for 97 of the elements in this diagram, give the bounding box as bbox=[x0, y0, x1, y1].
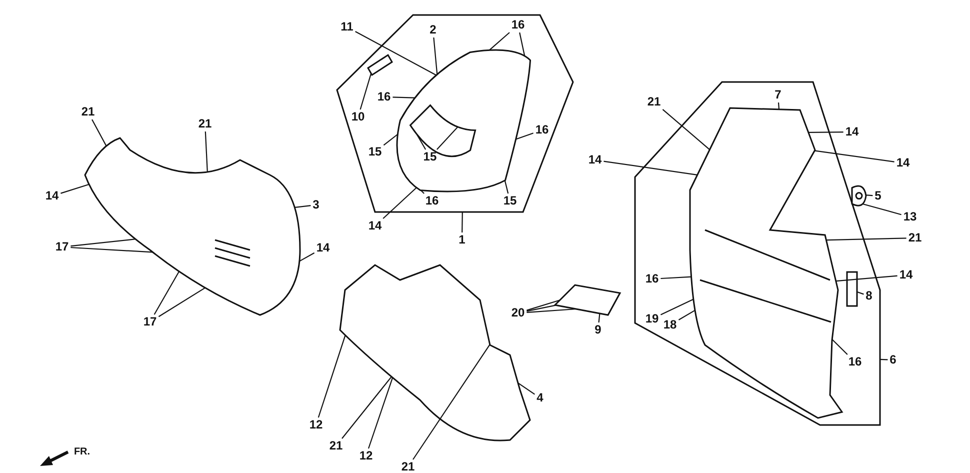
leader-line bbox=[355, 31, 436, 76]
leader-line bbox=[808, 132, 844, 133]
leader-line bbox=[412, 344, 490, 460]
clip-drawing bbox=[849, 183, 869, 209]
leader-line bbox=[383, 134, 398, 146]
leader-line bbox=[154, 271, 180, 315]
leader-line bbox=[862, 203, 902, 216]
leader-line bbox=[832, 339, 848, 355]
callout-number: 16 bbox=[511, 18, 525, 32]
callout-number: 14 bbox=[316, 242, 330, 254]
leader-line bbox=[204, 131, 208, 172]
leader-line bbox=[866, 194, 873, 196]
leader-line bbox=[158, 287, 206, 318]
callout-number: 17 bbox=[55, 240, 69, 254]
callout-number: 21 bbox=[198, 118, 212, 130]
leader-line bbox=[294, 205, 311, 208]
leader-line bbox=[678, 310, 696, 320]
leader-line bbox=[880, 358, 888, 360]
callout-number: 21 bbox=[908, 232, 922, 244]
callout-number: 14 bbox=[368, 220, 382, 232]
leader-line bbox=[518, 382, 535, 395]
callout-number: 14 bbox=[45, 190, 59, 202]
callout-number: 20 bbox=[511, 306, 525, 320]
callout-number: 8 bbox=[866, 290, 872, 302]
strip-drawing bbox=[365, 52, 395, 78]
leader-line bbox=[382, 187, 417, 219]
leader-line bbox=[836, 275, 898, 282]
callout-number: 15 bbox=[503, 194, 517, 208]
leader-line bbox=[515, 132, 534, 140]
direction-label: FR. bbox=[74, 446, 90, 458]
leader-line bbox=[433, 37, 438, 74]
leader-line bbox=[436, 126, 458, 150]
leader-line bbox=[368, 377, 394, 449]
leader-line bbox=[856, 291, 864, 295]
leader-line bbox=[526, 304, 556, 312]
leader-line bbox=[70, 238, 136, 247]
callout-number: 17 bbox=[143, 316, 157, 328]
callout-number: 14 bbox=[845, 126, 859, 138]
leader-line bbox=[342, 376, 392, 439]
leader-line bbox=[92, 119, 107, 146]
leader-line bbox=[526, 308, 576, 313]
leader-line bbox=[660, 276, 692, 280]
callout-number: 21 bbox=[81, 106, 95, 118]
leader-line bbox=[826, 238, 906, 241]
leader-line bbox=[489, 32, 510, 50]
callout-number: 4 bbox=[536, 392, 544, 404]
leader-line bbox=[526, 300, 560, 311]
callout-number: 19 bbox=[645, 312, 659, 326]
leader-line bbox=[778, 102, 780, 110]
leader-line bbox=[519, 32, 526, 56]
callout-number: 13 bbox=[903, 210, 917, 224]
callout-number: 16 bbox=[377, 90, 391, 104]
callout-number: 2 bbox=[430, 24, 436, 36]
callout-number: 9 bbox=[594, 324, 602, 336]
callout-number: 11 bbox=[340, 20, 354, 34]
callout-number: 10 bbox=[351, 110, 365, 124]
callout-number: 1 bbox=[458, 234, 466, 246]
callout-number: 14 bbox=[899, 268, 913, 282]
leader-line bbox=[598, 313, 600, 323]
callout-number: 16 bbox=[535, 124, 549, 136]
callout-number: 16 bbox=[848, 356, 862, 368]
leader-line bbox=[60, 184, 90, 194]
callout-number: 14 bbox=[588, 154, 602, 166]
callout-number: 15 bbox=[368, 146, 382, 158]
callout-number: 14 bbox=[896, 156, 910, 170]
callout-number: 12 bbox=[309, 418, 323, 432]
callout-number: 21 bbox=[647, 96, 661, 108]
leader-line bbox=[299, 252, 315, 262]
callout-number: 7 bbox=[774, 88, 782, 102]
leader-line bbox=[662, 108, 710, 150]
callout-number: 5 bbox=[874, 190, 882, 202]
callout-number: 6 bbox=[890, 354, 896, 366]
bracket-drawing bbox=[552, 282, 623, 318]
front-cowl-drawing bbox=[82, 135, 303, 318]
callout-number: 15 bbox=[423, 150, 437, 164]
callout-number: 21 bbox=[401, 460, 415, 473]
leader-line bbox=[814, 150, 894, 162]
callout-number: 3 bbox=[312, 198, 320, 212]
leader-line bbox=[504, 180, 509, 194]
trim-strip bbox=[844, 269, 860, 309]
inner-panel-drawing bbox=[394, 46, 533, 194]
leader-line bbox=[392, 96, 415, 98]
leader-line bbox=[416, 134, 426, 150]
leader-line bbox=[70, 246, 153, 253]
callout-number: 16 bbox=[645, 272, 659, 286]
leader-line bbox=[420, 190, 424, 194]
callout-number: 21 bbox=[329, 440, 343, 452]
callout-number: 18 bbox=[663, 318, 677, 332]
leg-shield-drawing bbox=[687, 105, 845, 421]
group-outline bbox=[334, 12, 576, 215]
callout-number: 12 bbox=[359, 450, 373, 462]
callout-number: 16 bbox=[425, 194, 439, 208]
leader-line bbox=[604, 160, 698, 176]
leader-line bbox=[462, 212, 463, 232]
group-outline bbox=[632, 79, 883, 428]
leader-line bbox=[318, 335, 346, 418]
leader-line bbox=[660, 298, 694, 316]
